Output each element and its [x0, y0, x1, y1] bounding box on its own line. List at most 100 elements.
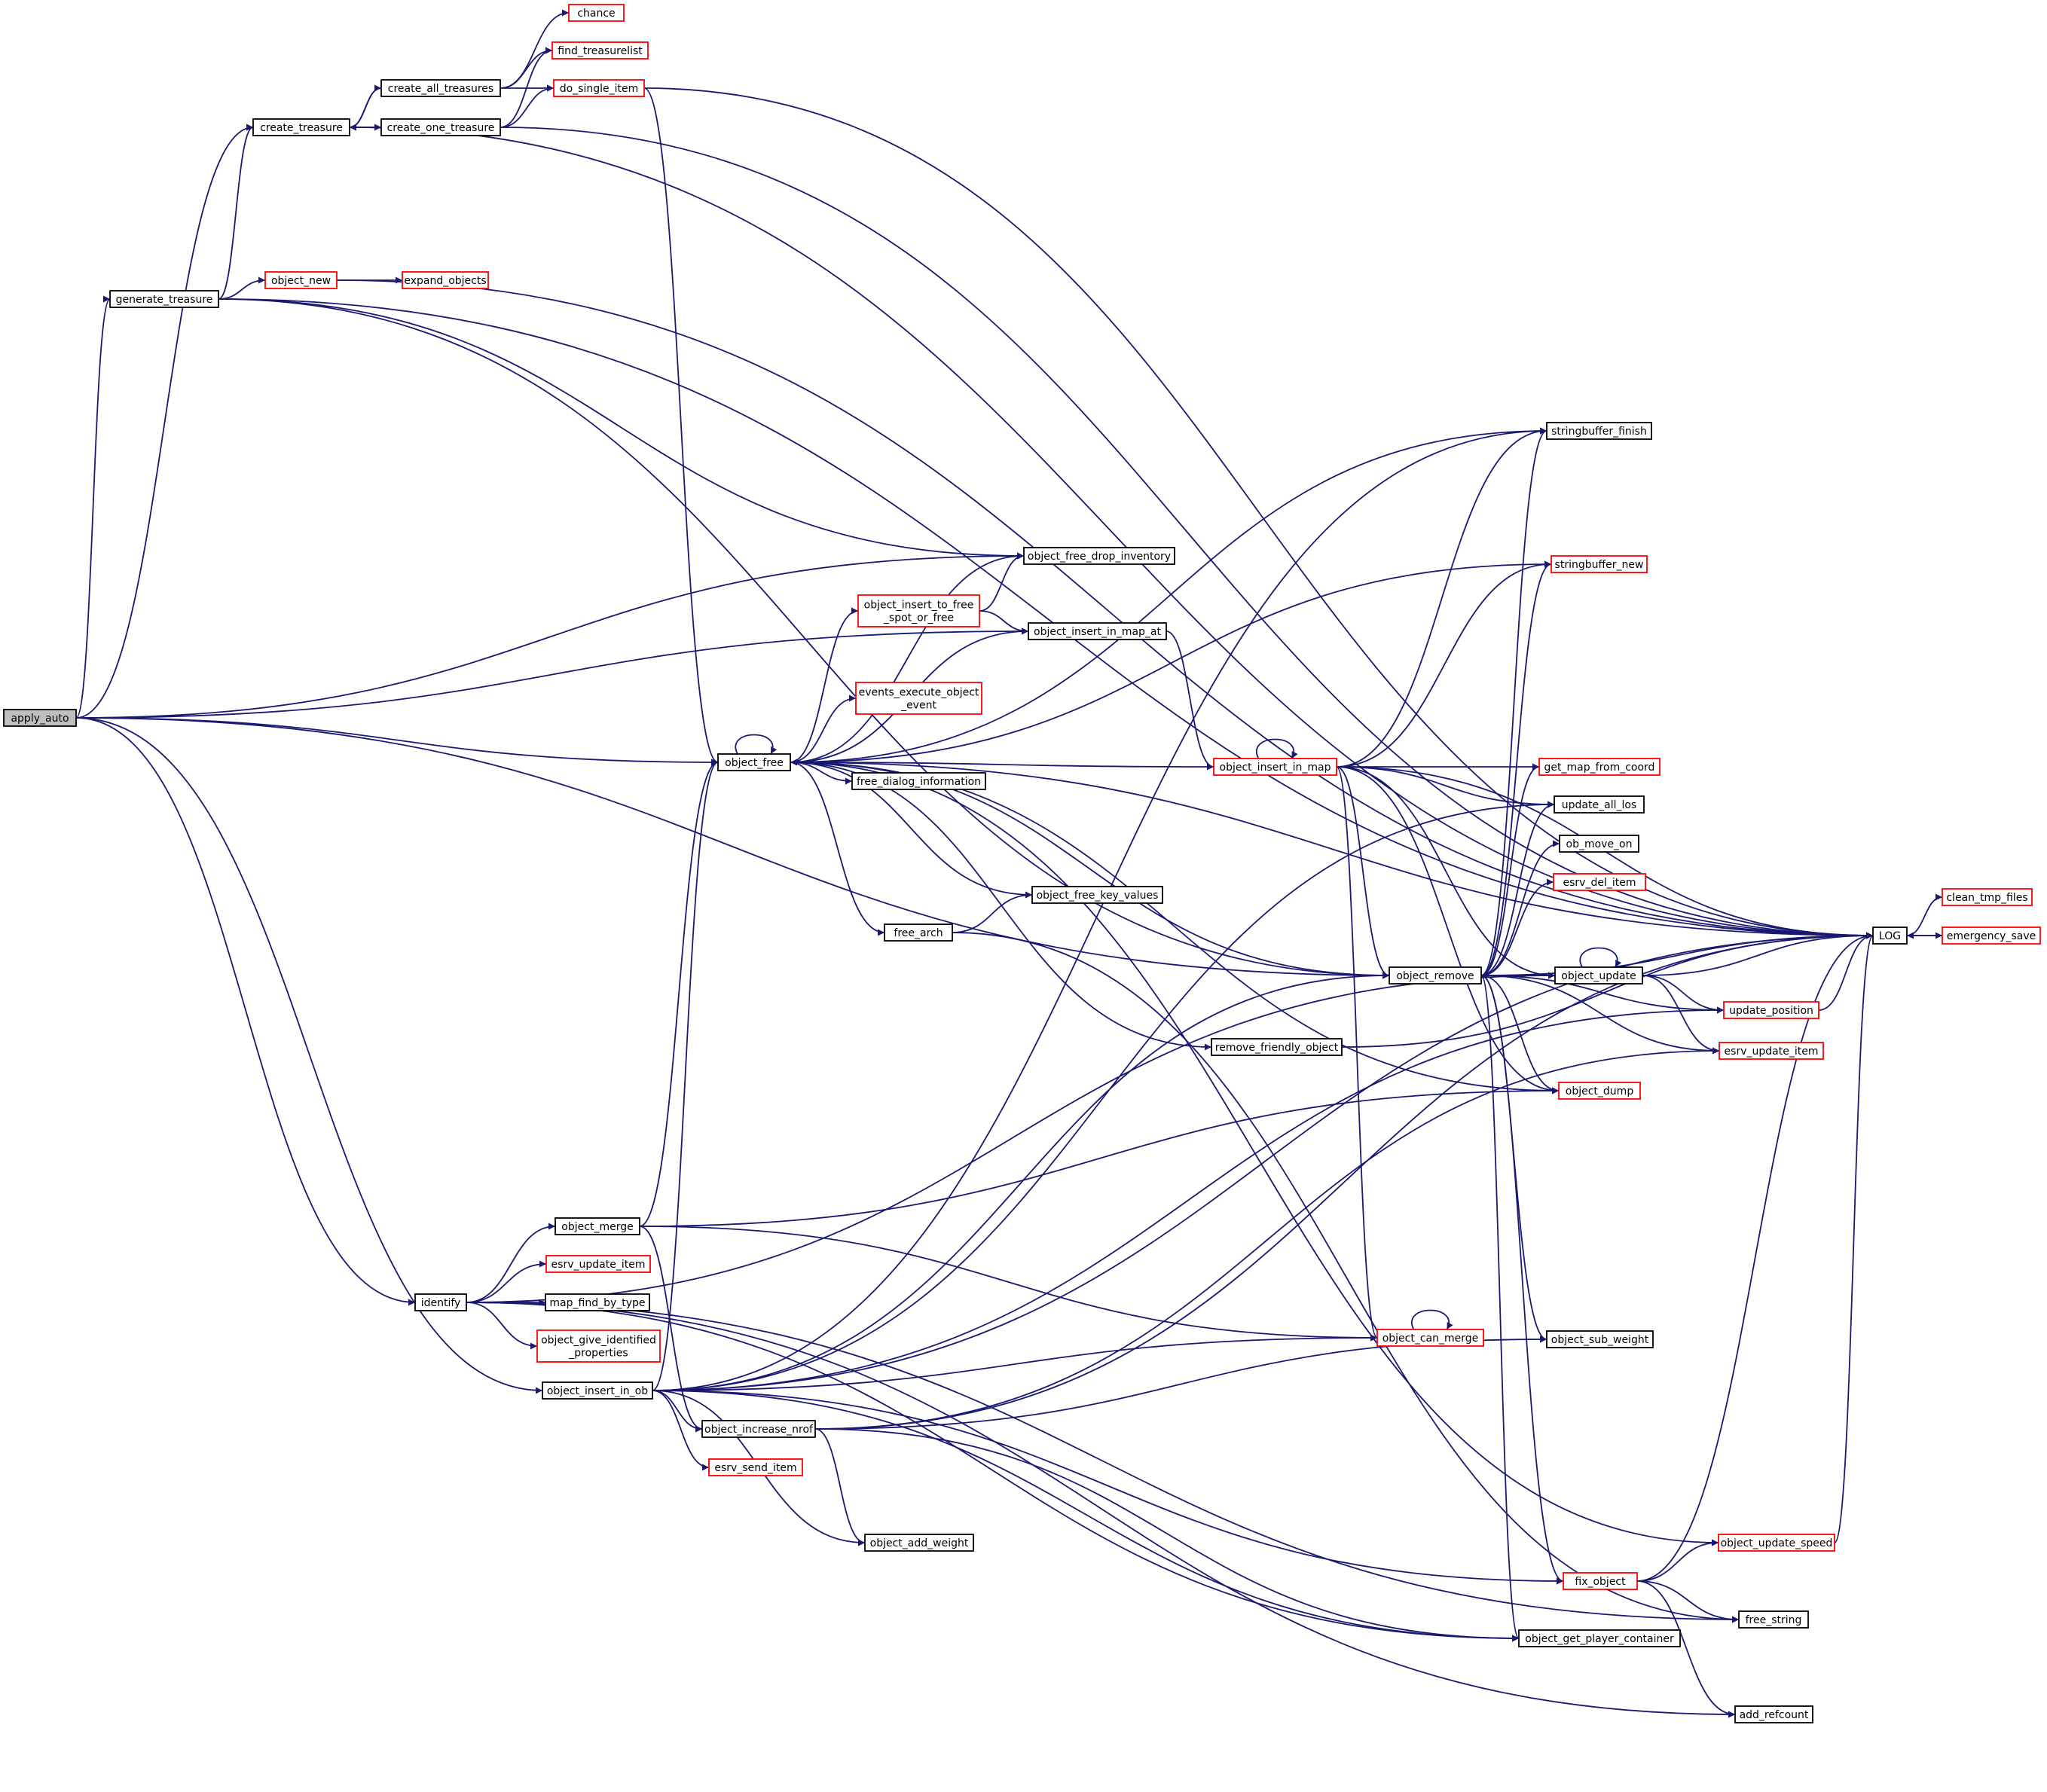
edge-object_free-to-events_execute_object_event [790, 695, 857, 763]
node-label-object_give_identified_properties-line-2: _properties [568, 1348, 628, 1360]
node-label-events_execute_object_event-line-1: events_execute_object [859, 687, 979, 699]
node-object_dump[interactable]: object_dump [1558, 1082, 1641, 1100]
edge-object_update-to-object_update [1579, 947, 1622, 968]
node-object_remove[interactable]: object_remove [1389, 966, 1482, 985]
node-label-object_merge: object_merge [561, 1221, 633, 1233]
edge-apply_auto-to-create_treasure [75, 124, 254, 719]
node-box-object_insert_in_ob [542, 1381, 653, 1400]
node-create_one_treasure[interactable]: create_one_treasure [380, 118, 501, 136]
edge-identify-to-object_update [466, 972, 1556, 1303]
node-esrv_update_item_l[interactable]: esrv_update_item [545, 1255, 651, 1273]
node-box-free_dialog_information [851, 772, 986, 790]
node-box-object_free_drop_inventory [1023, 547, 1175, 565]
edge-object_insert_in_ob-to-fix_object [652, 1390, 1564, 1585]
node-object_free[interactable]: object_free [717, 753, 791, 771]
node-apply_auto[interactable]: apply_auto [3, 709, 77, 727]
edge-object_insert_in_map-to-stringbuffer_finish [1336, 427, 1547, 768]
node-object_increase_nrof[interactable]: object_increase_nrof [701, 1420, 816, 1438]
node-add_refcount[interactable]: add_refcount [1734, 1705, 1813, 1723]
node-esrv_del_item[interactable]: esrv_del_item [1553, 873, 1646, 891]
edge-object_remove-to-LOG [1480, 932, 1874, 976]
node-label-create_one_treasure: create_one_treasure [387, 122, 495, 134]
node-free_string[interactable]: free_string [1738, 1610, 1809, 1629]
node-box-object_update_speed [1718, 1534, 1835, 1552]
edge-object_remove-to-object_get_player_container [1480, 975, 1520, 1642]
node-object_insert_in_map[interactable]: object_insert_in_map [1213, 758, 1337, 776]
node-label-add_refcount: add_refcount [1740, 1709, 1809, 1721]
edge-object_merge-to-object_free [639, 759, 719, 1227]
node-update_all_los[interactable]: update_all_los [1554, 795, 1645, 814]
node-ob_move_on[interactable]: ob_move_on [1559, 835, 1639, 853]
edge-object_update-to-LOG [1642, 932, 1874, 976]
node-box-generate_treasure [109, 290, 219, 308]
node-label-stringbuffer_finish: stringbuffer_finish [1551, 426, 1647, 438]
node-do_single_item[interactable]: do_single_item [553, 79, 645, 97]
node-identify[interactable]: identify [414, 1293, 467, 1311]
node-LOG[interactable]: LOG [1872, 927, 1908, 945]
node-create_all_treasures[interactable]: create_all_treasures [380, 79, 501, 97]
node-label-map_find_by_type: map_find_by_type [549, 1297, 645, 1309]
node-box-update_position [1723, 1001, 1819, 1019]
node-free_dialog_information[interactable]: free_dialog_information [851, 772, 986, 790]
node-find_treasurelist[interactable]: find_treasurelist [551, 41, 649, 60]
node-expand_objects[interactable]: expand_objects [402, 271, 489, 289]
node-object_update[interactable]: object_update [1554, 966, 1643, 985]
edge-object_increase_nrof-to-object_get_player_container [814, 1428, 1520, 1642]
node-object_get_player_container[interactable]: object_get_player_container [1518, 1629, 1681, 1647]
node-map_find_by_type[interactable]: map_find_by_type [545, 1293, 650, 1311]
node-object_merge[interactable]: object_merge [555, 1217, 640, 1235]
node-fix_object[interactable]: fix_object [1563, 1572, 1638, 1590]
node-box-object_insert_in_map [1213, 758, 1337, 776]
node-update_position[interactable]: update_position [1723, 1001, 1819, 1019]
edge-create_all_treasures-to-find_treasurelist [500, 47, 553, 89]
node-label-find_treasurelist: find_treasurelist [558, 45, 643, 57]
node-object_free_key_values[interactable]: object_free_key_values [1031, 886, 1163, 904]
node-box-apply_auto [3, 709, 77, 727]
edge-identify-to-object_merge [466, 1223, 556, 1303]
node-esrv_send_item[interactable]: esrv_send_item [708, 1458, 803, 1476]
node-label-esrv_update_item_r: esrv_update_item [1725, 1046, 1819, 1058]
node-object_free_drop_inventory[interactable]: object_free_drop_inventory [1023, 547, 1175, 565]
node-label-emergency_save: emergency_save [1947, 930, 2036, 942]
node-label-ob_move_on: ob_move_on [1566, 838, 1633, 850]
node-get_map_from_coord[interactable]: get_map_from_coord [1538, 758, 1661, 776]
node-stringbuffer_finish[interactable]: stringbuffer_finish [1546, 422, 1652, 440]
node-object_add_weight[interactable]: object_add_weight [864, 1534, 974, 1552]
node-object_insert_in_map_at[interactable]: object_insert_in_map_at [1028, 622, 1167, 640]
edge-apply_auto-to-object_free [75, 717, 719, 766]
edge-object_increase_nrof-to-object_add_weight [814, 1428, 866, 1546]
edge-object_insert_in_map-to-object_can_merge [1336, 766, 1378, 1342]
node-generate_treasure[interactable]: generate_treasure [109, 290, 219, 308]
node-stringbuffer_new[interactable]: stringbuffer_new [1551, 555, 1648, 573]
node-free_arch[interactable]: free_arch [884, 923, 953, 942]
node-remove_friendly_object[interactable]: remove_friendly_object [1211, 1038, 1343, 1056]
node-object_new[interactable]: object_new [264, 271, 338, 289]
node-chance[interactable]: chance [568, 4, 625, 22]
node-object_give_identified_properties[interactable]: object_give_identified_properties [536, 1329, 661, 1363]
node-create_treasure[interactable]: create_treasure [252, 118, 350, 136]
edge-object_insert_in_ob-to-update_position [652, 1006, 1725, 1391]
edge-object_update-to-update_position [1642, 975, 1725, 1014]
node-box-find_treasurelist [551, 41, 649, 60]
node-label-object_give_identified_properties-line-1: object_give_identified [541, 1335, 656, 1347]
node-label-stringbuffer_new: stringbuffer_new [1555, 559, 1644, 571]
edge-object_increase_nrof-to-LOG [814, 932, 1874, 1430]
edge-object_insert_in_ob-to-stringbuffer_finish [652, 427, 1547, 1391]
edge-generate_treasure-to-object_remove [218, 298, 1390, 979]
node-box-map_find_by_type [545, 1293, 650, 1311]
node-events_execute_object_event[interactable]: events_execute_object_event [855, 682, 982, 715]
edge-object_remove-to-update_all_los [1480, 801, 1555, 976]
node-object_insert_in_ob[interactable]: object_insert_in_ob [542, 1381, 653, 1400]
node-box-object_can_merge [1376, 1329, 1484, 1347]
node-emergency_save[interactable]: emergency_save [1942, 927, 2041, 945]
node-clean_tmp_files[interactable]: clean_tmp_files [1942, 888, 2033, 906]
node-object_insert_to_free_spot_or_free[interactable]: object_insert_to_free_spot_or_free [857, 594, 980, 627]
node-esrv_update_item_r[interactable]: esrv_update_item [1719, 1042, 1824, 1060]
node-box-object_new [264, 271, 338, 289]
node-object_can_merge[interactable]: object_can_merge [1376, 1329, 1484, 1347]
edge-object_free-to-object_update_speed [790, 762, 1719, 1546]
node-box-stringbuffer_new [1551, 555, 1648, 573]
node-box-add_refcount [1734, 1705, 1813, 1723]
node-object_update_speed[interactable]: object_update_speed [1718, 1534, 1835, 1552]
node-object_sub_weight[interactable]: object_sub_weight [1546, 1330, 1654, 1348]
